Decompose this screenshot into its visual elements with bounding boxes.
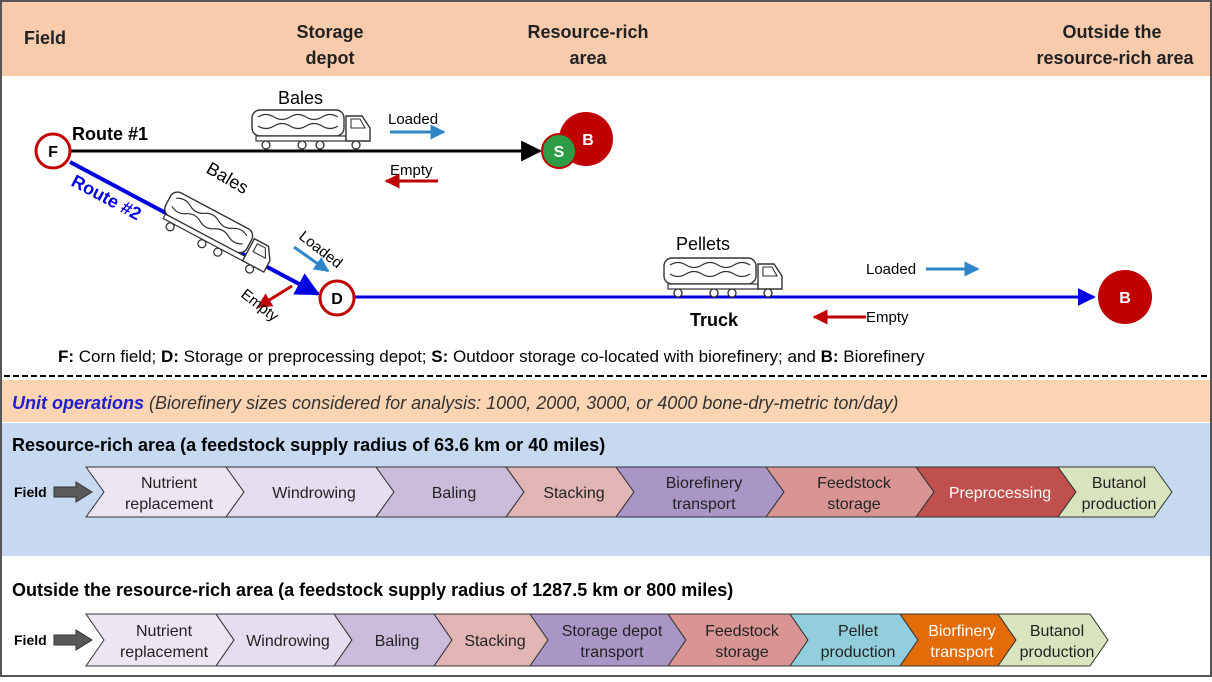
legend-text-s: Outdoor storage co-located with biorefin… [448,347,820,366]
bales-label-route1: Bales [278,88,323,108]
outside-step-8-label-1: production [1020,644,1095,661]
outside-step-8 [997,613,1109,667]
resource-rich-process-row: Field Nutrient replacement Windrowing Baling… [14,466,1173,518]
resource_rich-step-7-label-0: Butanol [1092,475,1146,492]
legend-key-d: D: [161,347,179,366]
legend-text-b: Biorefinery [839,347,925,366]
route1-empty-label: Empty [390,162,433,179]
resource_rich-step-0-label-0: Nutrient [141,475,198,492]
resource_rich-field-arrow-icon [53,481,93,503]
route2-empty-arrow [256,284,293,309]
truck-label: Truck [690,310,739,330]
resource_rich-step-5-label-0: Feedstock [817,475,892,492]
node-depot [318,279,356,317]
node-storage-colocated-label: S [554,144,565,161]
legend-text: F: Corn field; D: Storage or preprocessi… [58,347,925,366]
outside-process-row: Field Nutrient replacement Windrowing Baling… [14,613,1109,667]
resource_rich-step-5-label-1: storage [827,496,880,513]
resource_rich-step-7 [1057,466,1173,518]
node-biorefinery-1-label: B [582,132,594,149]
header-band [2,2,1210,76]
header-storage-depot-line1: Storage [296,22,363,42]
pellets-label: Pellets [676,234,730,254]
outside-step-2-label-0: Baling [375,633,419,650]
outside-step-5-label-0: Feedstock [705,623,780,640]
header-field: Field [24,28,66,48]
legend-text-d: Storage or preprocessing depot; [179,347,431,366]
route-1-label: Route #1 [72,124,148,144]
outside-step-3-label-0: Stacking [464,633,525,650]
legend-key-s: S: [431,347,448,366]
outside-step-7-label-1: transport [930,644,994,661]
resource-rich-title: Resource-rich area (a feedstock supply r… [12,435,605,455]
node-storage-colocated [541,133,577,169]
outside-step-4-label-1: transport [580,644,644,661]
unit-operations-band [2,380,1210,422]
bales-truck-icon [251,109,371,150]
resource_rich-step-3-label-0: Stacking [543,485,604,502]
unit-operations-subtitle: (Biorefinery sizes considered for analys… [144,393,898,413]
resource_rich-step-7-label-1: production [1082,496,1157,513]
resource_rich-step-2-label-0: Baling [432,485,476,502]
node-field [34,132,72,170]
resource_rich-step-4-label-0: Biorefinery [666,475,742,492]
pellets-truck-icon [663,257,783,298]
resource_rich-step-0-label-1: replacement [125,496,214,513]
outside-field-label: Field [14,632,47,648]
route2-empty-label: Empty [238,286,282,326]
outside-step-1-label-0: Windrowing [246,633,330,650]
outside-field-arrow-icon [53,629,93,651]
resource_rich-field-label: Field [14,484,47,500]
route1-loaded-label: Loaded [388,111,438,128]
outside-step-5-label-1: storage [715,644,768,661]
route3-loaded-label: Loaded [866,261,916,278]
outside-step-7-label-0: Biorfinery [928,623,996,640]
unit-operations-heading: Unit operations (Biorefinery sizes consi… [12,393,898,413]
resource_rich-step-4-label-1: transport [672,496,736,513]
node-biorefinery-2 [1098,270,1152,324]
route3-empty-label: Empty [866,309,909,326]
node-field-label: F [48,144,58,161]
outside-step-6-label-1: production [821,644,896,661]
resource_rich-step-6-label-0: Preprocessing [949,485,1051,502]
legend-text-f: Corn field; [74,347,161,366]
node-biorefinery-2-label: B [1119,290,1131,307]
outside-step-0-label-1: replacement [120,644,209,661]
outside-step-8-label-0: Butanol [1030,623,1084,640]
bales-label-route2: Bales [203,158,252,198]
route2-loaded-arrow [293,245,330,273]
outside-step-6-label-0: Pellet [838,623,879,640]
outside-step-0-label-0: Nutrient [136,623,193,640]
outside-step-4-label-0: Storage depot [562,623,663,640]
resource_rich-step-1-label-0: Windrowing [272,485,356,502]
header-resource-rich-line2: area [569,48,607,68]
header-outside-line2: resource-rich area [1036,48,1194,68]
legend-key-b: B: [821,347,839,366]
header-resource-rich-line1: Resource-rich [527,22,648,42]
header-outside-line1: Outside the [1062,22,1161,42]
legend-key-f: F: [58,347,74,366]
node-depot-label: D [331,291,343,308]
header-storage-depot-line2: depot [306,48,355,68]
unit-operations-title: Unit operations [12,393,144,413]
outside-title: Outside the resource-rich area (a feedst… [12,580,733,600]
bales-truck-diagonal-icon [155,188,280,280]
